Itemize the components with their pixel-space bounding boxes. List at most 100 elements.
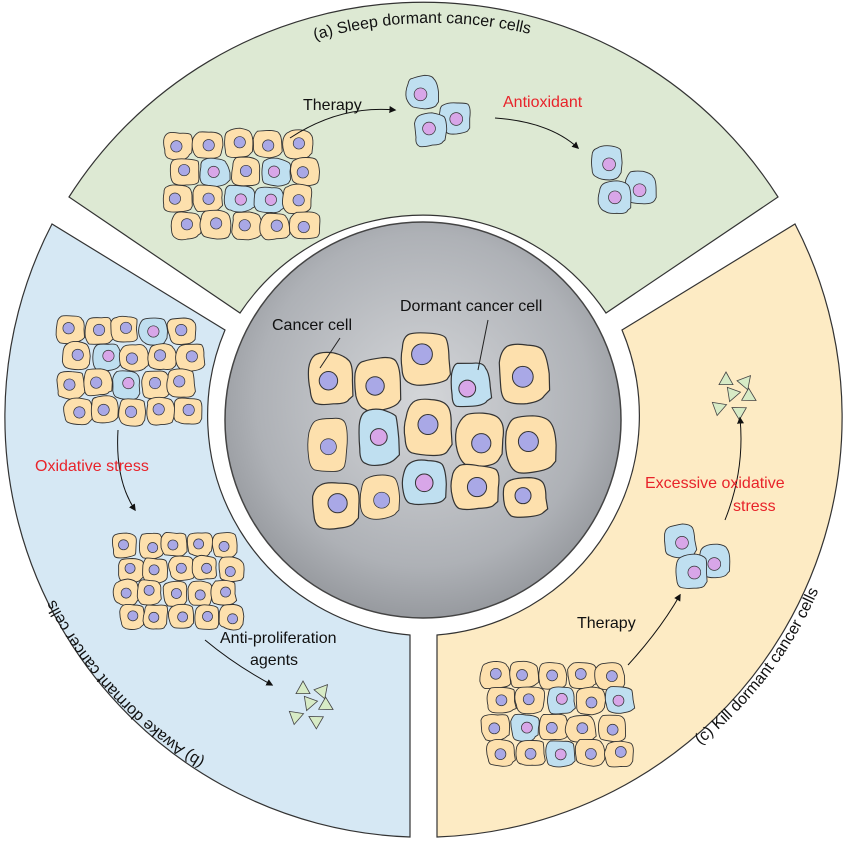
sleep-tissue-cell [231,211,264,241]
awake-tissue-2-cell-nucleus [175,562,187,574]
arrow-awake-antiprolif [204,639,274,686]
kill-agents-triangle [718,371,734,386]
sleep-tissue-cell-nucleus [262,139,275,152]
awake-tissue-1-cell [141,370,171,400]
awake-tissue-2-cell [142,604,168,630]
kill-dormant-cluster-cell [675,553,708,589]
awake-tissue-2-cell [160,531,188,557]
awake-tissue-2-cell [142,557,168,584]
sleep-dormant-cluster-2-cell-nucleus [602,157,616,172]
sleep-tissue-cell-nucleus [296,166,309,179]
sleep-tissue-cell [282,129,314,160]
awake-tissue-1-cell-nucleus [122,377,135,390]
kill-tissue-cell [547,686,576,715]
kill-tissue-cell [575,686,606,716]
kill-tissue-cell [564,714,597,743]
kill-tissue-cell [515,740,546,766]
kill-tissue-cell [486,738,516,767]
kill-tissue-cell [538,662,568,690]
sleep-tissue-cell-nucleus [180,218,193,231]
kill-tissue-cell-nucleus [614,746,627,758]
sleep-tissue-cell [231,156,261,187]
center-cell-nucleus [411,343,433,366]
center-cell [454,412,504,468]
awake-tissue-1-cell [118,398,147,427]
sleep-tissue-cell [259,212,291,241]
sleep-tissue-cell-nucleus [239,164,253,177]
kill-tissue-cell [479,660,512,690]
center-cell [505,415,557,474]
arrow-awake-oxidative [117,429,136,512]
sleep-tissue-cell-nucleus [202,192,215,205]
awake-tissue-1-cell-nucleus [125,352,138,365]
awake-tissue-1-cell [90,395,119,424]
awake-tissue-1-cell-nucleus [71,348,84,361]
awake-tissue-2-cell-nucleus [124,562,136,574]
kill-tissue-cell-nucleus [585,696,598,709]
awake-tissue-1-cell [147,343,178,370]
arrow-kill-therapy [627,593,681,666]
sleep-tissue-cell [163,131,193,161]
awake-tissue-1-cell-nucleus [148,377,162,390]
kill-tissue-cell [597,714,627,743]
awake-tissue-1 [55,315,206,427]
kill-tissue-cell-nucleus [556,693,568,705]
kill-tissue-cell [514,686,546,715]
sector-kill [436,223,843,838]
center-cell-nucleus [320,438,337,456]
center-cell-nucleus [514,487,532,505]
awake-tissue-1-cell [112,370,141,401]
sleep-dormant-cluster-1-cell-nucleus [449,112,463,126]
center-cell-nucleus [318,371,339,391]
awake-tissue-1-cell-nucleus [153,349,167,362]
sleep-tissue-cell-nucleus [264,193,277,206]
awake-tissue-1-cell-nucleus [97,403,110,416]
center-cancer-cell-label: Cancer cell [272,317,352,334]
awake-tissue-2-cell-nucleus [177,611,189,623]
sleep-tissue-cell-nucleus [292,137,305,150]
kill-tissue [479,660,636,768]
kill-therapy-label: Therapy [577,615,636,632]
awake-tissue-2-cell [191,554,217,580]
kill-tissue-cell-nucleus [612,694,625,707]
awake-agents-triangle [288,710,305,726]
awake-tissue-2-cell-nucleus [220,586,231,598]
kill-excessive-label-2: stress [733,498,776,515]
awake-tissue-2-cell [138,532,165,560]
center-cell [400,332,452,386]
awake-tissue-2-cell-nucleus [218,541,230,552]
sleep-tissue-cell [288,211,321,240]
awake-tissue-2-cell [112,532,137,559]
center-cell [450,362,493,408]
sleep-dormant-cluster-1-cell [414,112,448,148]
awake-tissue-2-cell [168,555,196,582]
awake-tissue-1-cell [175,343,206,372]
sleep-dormant-cluster-2-cell-nucleus [632,183,647,197]
sleep-dormant-cluster-1-cell-nucleus [422,121,436,136]
center-cell [359,474,401,520]
center-cell-nucleus [466,476,488,498]
awake-tissue-2-cell-nucleus [147,542,159,553]
awake-oxidative-label: Oxidative stress [35,458,149,475]
kill-tissue-cell-nucleus [546,722,558,734]
kill-tissue-cell-nucleus [585,748,597,760]
sleep-dormant-cluster-2 [591,145,657,214]
awake-tissue-1-cell [56,371,86,401]
kill-tissue-cell-nucleus [574,668,587,680]
sleep-tissue-cell [169,158,200,186]
kill-tissue-cell [604,686,636,714]
awake-tissue-2-cell-nucleus [224,566,236,577]
sleep-therapy-label: Therapy [303,97,362,114]
sleep-tissue-cell-nucleus [238,219,251,232]
awake-tissue-1-cell-nucleus [173,375,186,388]
awake-tissue-1-cell-nucleus [102,349,115,362]
sleep-tissue-cell [224,127,254,159]
awake-tissue-1-cell-nucleus [125,405,138,418]
awake-tissue-2-cell [162,580,188,607]
awake-tissue-1-cell-nucleus [152,403,165,416]
awake-tissue-2-cell-nucleus [227,613,238,625]
kill-agents [711,371,757,421]
center-cell [312,482,360,530]
